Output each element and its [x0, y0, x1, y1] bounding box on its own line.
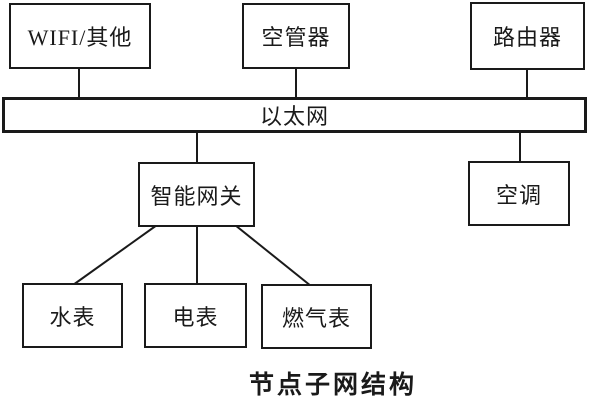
- node-air-conditioner: 空调: [468, 161, 570, 226]
- node-water-meter-label: 水表: [49, 304, 96, 330]
- node-electric-meter-label: 电表: [172, 304, 219, 330]
- edge-gateway-gas-meter: [234, 224, 312, 287]
- node-gas-meter-label: 燃气表: [281, 305, 351, 331]
- edge-gateway-water-meter: [72, 224, 158, 286]
- node-air-conditioner-label: 空调: [495, 182, 542, 208]
- ethernet-bus-label: 以太网: [259, 104, 329, 129]
- node-router: 路由器: [470, 2, 585, 70]
- node-smart-gateway-label: 智能网关: [150, 183, 243, 209]
- node-wifi: WIFI/其他: [9, 3, 151, 69]
- node-air-controller: 空管器: [242, 3, 350, 69]
- ethernet-bus: 以太网: [2, 97, 587, 133]
- node-smart-gateway: 智能网关: [138, 162, 255, 227]
- node-electric-meter: 电表: [144, 283, 247, 348]
- node-air-controller-label: 空管器: [261, 25, 331, 50]
- node-wifi-label: WIFI/其他: [27, 25, 133, 50]
- node-water-meter: 水表: [22, 283, 123, 348]
- node-router-label: 路由器: [492, 25, 562, 50]
- diagram-caption: 节点子网结构: [248, 371, 418, 399]
- node-gas-meter: 燃气表: [261, 284, 372, 349]
